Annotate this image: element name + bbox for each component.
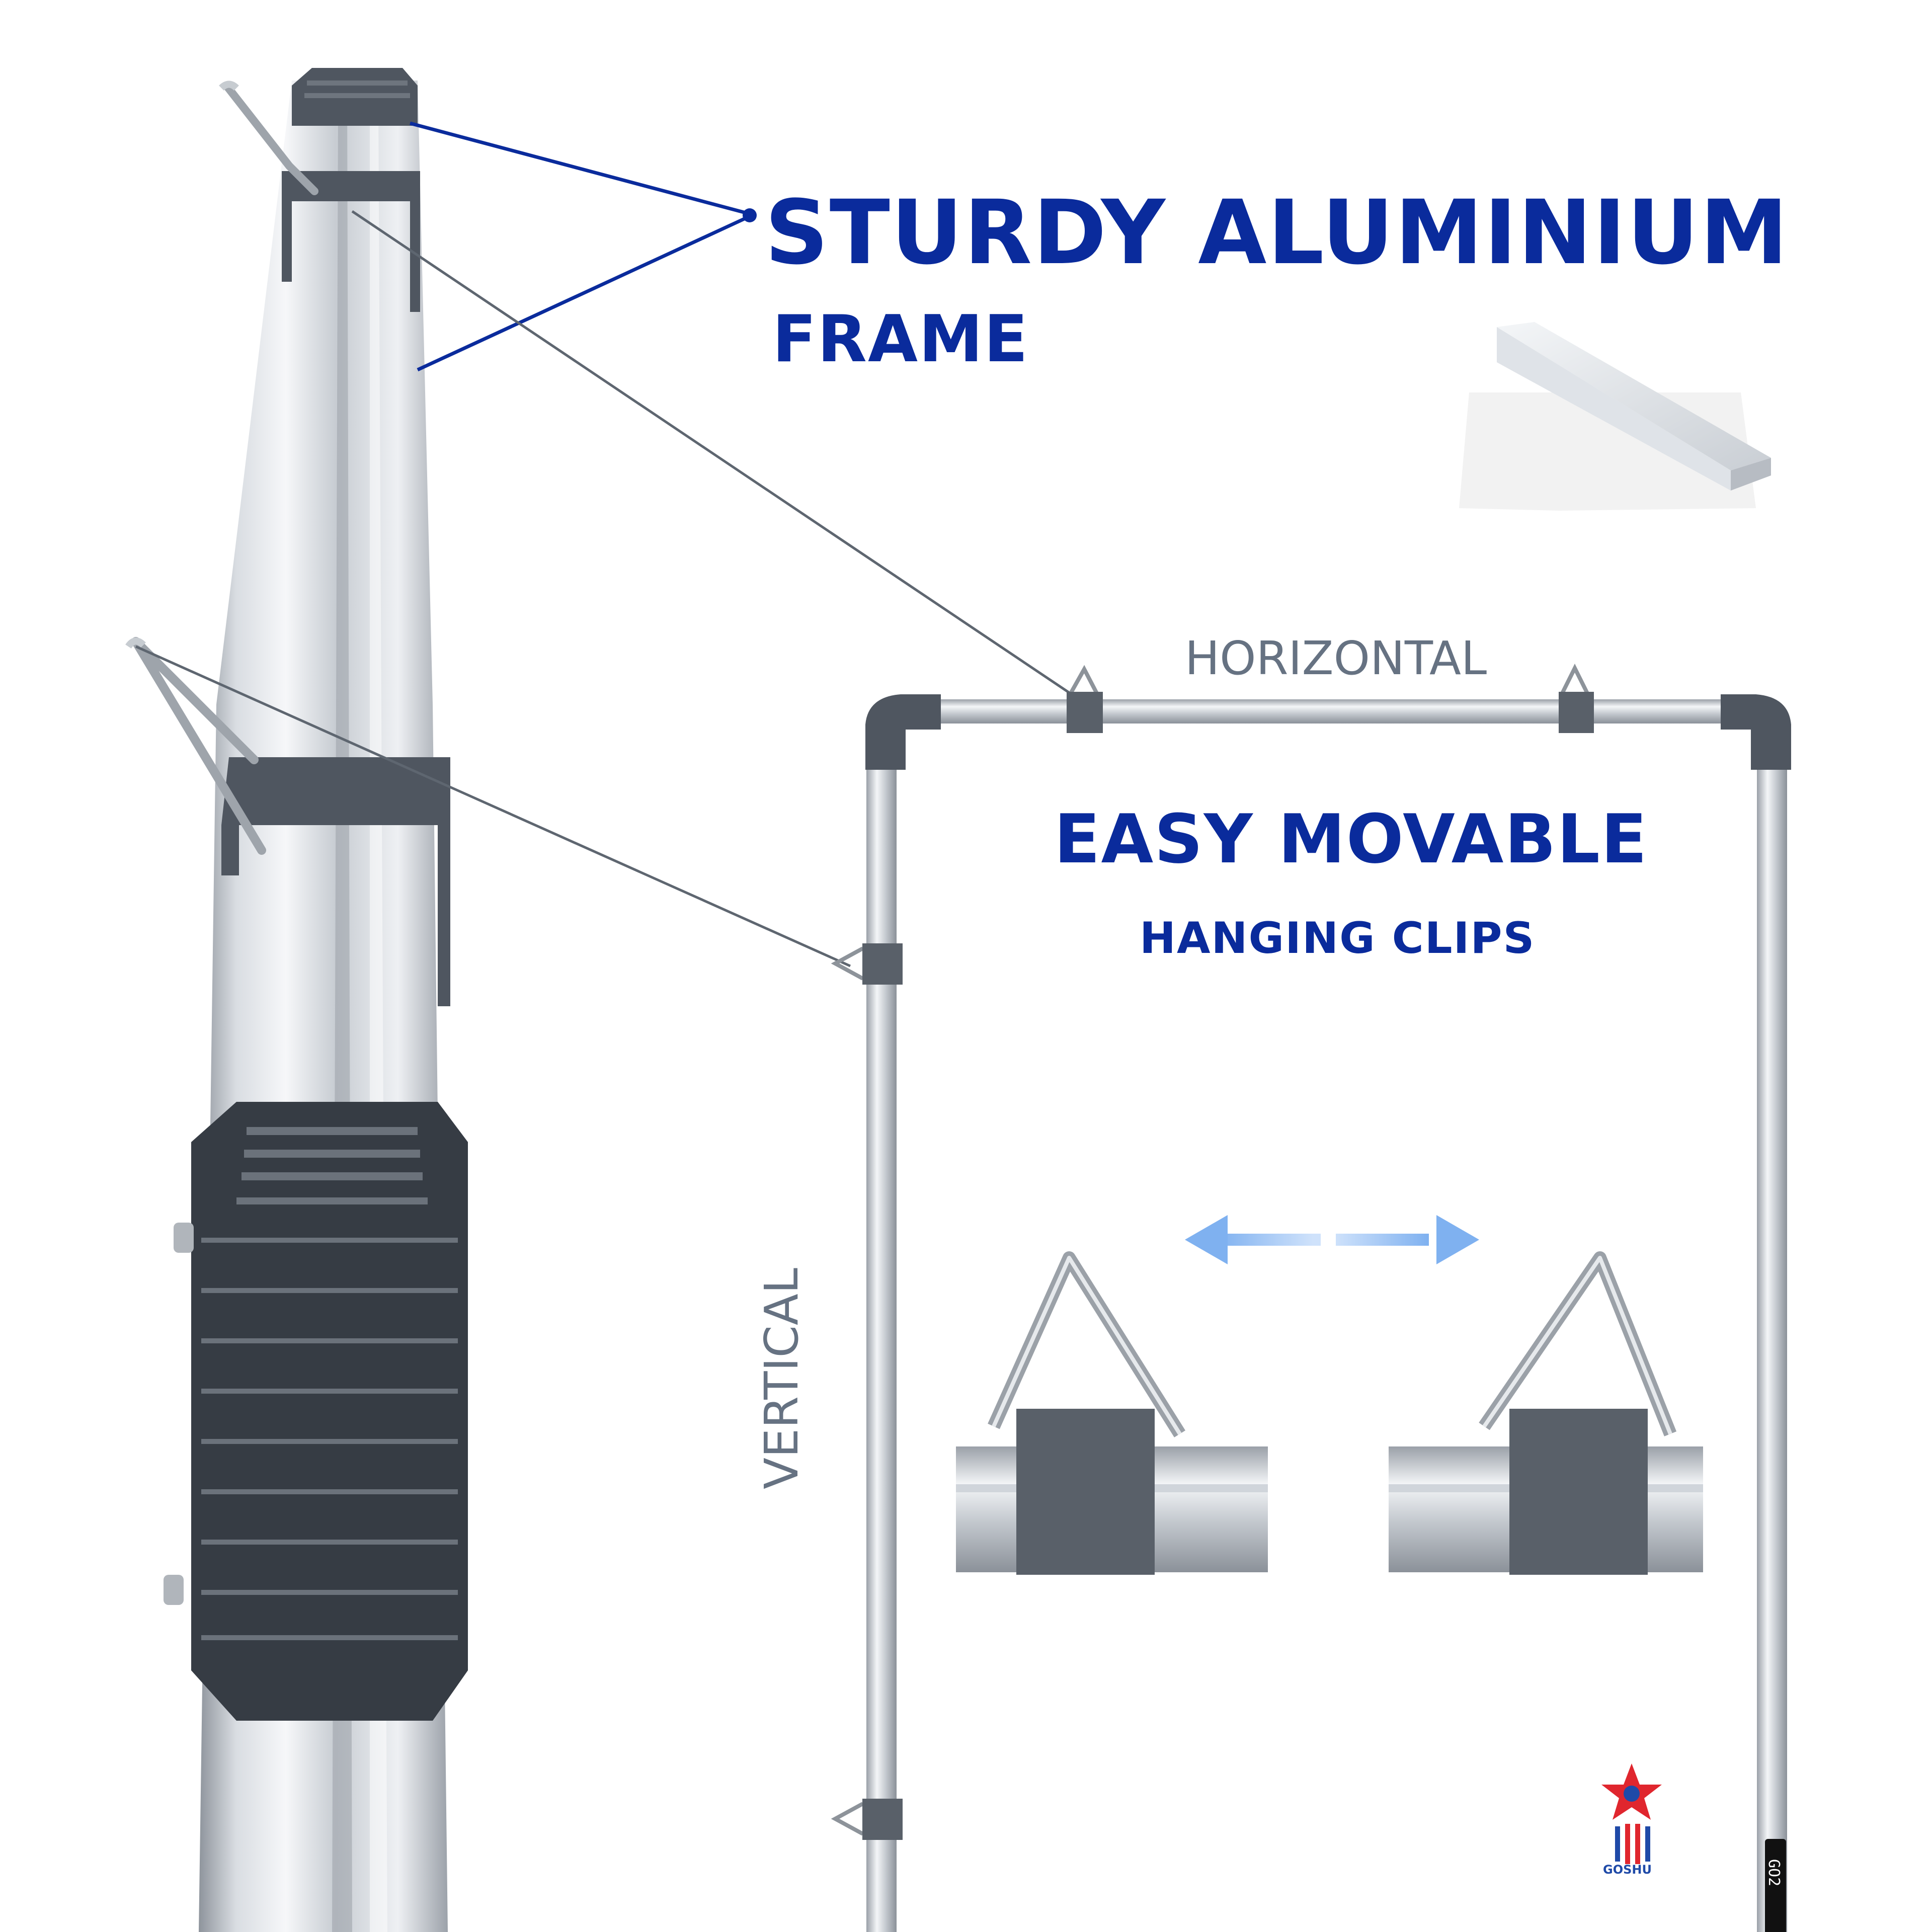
leader-dot [743,208,757,222]
aluminium-bar-icon [1459,322,1771,511]
pole-corner-connector [164,1102,468,1721]
label-horizontal: HORIZONTAL [1185,631,1487,685]
headline-easy-movable: EASY MOVABLE [1054,800,1648,878]
clip-detail-right [1389,1251,1703,1575]
corner-connector-left [865,694,941,770]
corner-connector-right [1721,694,1791,770]
pole-clip-upper [219,80,420,312]
frame-clip-left-upper [831,943,903,985]
model-tag: GO2 [1765,1839,1786,1932]
frame-clip-top-right [1559,664,1594,733]
label-vertical: VERTICAL [755,1267,809,1489]
pole-top-cap [292,68,418,126]
whiteboard-frame [865,694,1791,1932]
triangle-clip-icon [131,637,266,855]
headline-frame: FRAME [772,302,1029,377]
model-tag-text: GO2 [1765,1859,1783,1887]
leader-lines-clips [135,210,1073,968]
pole-clip-lower [125,637,450,1006]
triangle-clip-icon [1069,665,1099,694]
frame-clip-left-lower [831,1799,903,1840]
triangle-clip-icon [222,82,318,195]
brand-name: GOSHU [1603,1863,1652,1877]
triangle-clip-icon [1560,664,1589,694]
star-stripes-logo-icon [1601,1763,1662,1864]
clip-detail-left [956,1251,1268,1575]
headline-hanging-clips: HANGING CLIPS [1140,913,1536,963]
headline-sturdy-aluminium: STURDY ALUMINIUM [765,181,1789,284]
triangle-clip-icon [831,946,864,981]
triangle-clip-icon [831,1802,864,1836]
triangle-clip-icon [1479,1251,1677,1436]
double-arrow-icon [1185,1215,1479,1264]
frame-clip-top-left [1067,665,1103,733]
leader-lines-aluminium [410,121,757,372]
